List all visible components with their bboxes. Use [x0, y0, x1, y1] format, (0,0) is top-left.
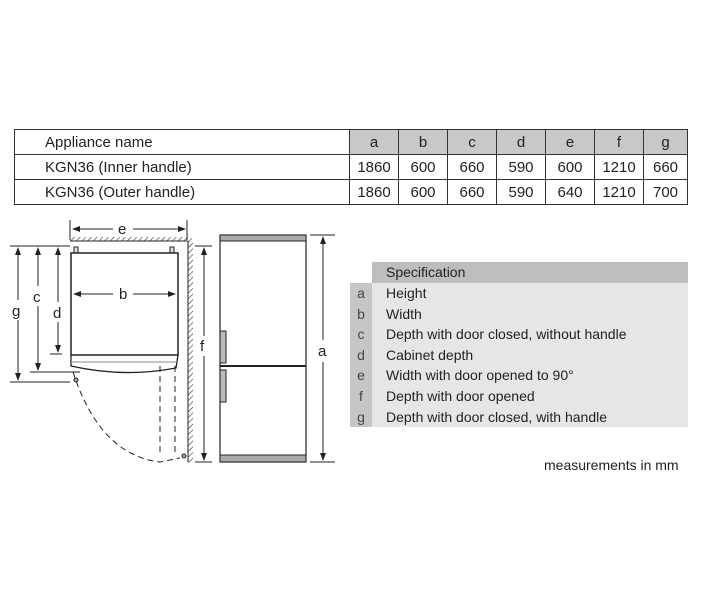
- value-f: 1210: [594, 154, 644, 180]
- value-e: 640: [545, 179, 595, 205]
- spec-label: Height: [372, 283, 688, 304]
- dimensions-table: Appliance name a b c d e f g KGN36 (Inne…: [14, 129, 688, 205]
- spec-label: Cabinet depth: [372, 344, 688, 366]
- value-c: 660: [447, 179, 497, 205]
- spec-label: Depth with door closed, with handle: [372, 406, 688, 428]
- label-e: e: [118, 221, 126, 238]
- label-g: g: [12, 303, 20, 320]
- label-c: c: [33, 289, 41, 306]
- dimension-lines: [10, 220, 335, 463]
- label-d: d: [53, 305, 61, 322]
- header-g: g: [643, 129, 688, 155]
- specification-title: Specification: [372, 262, 688, 283]
- header-e: e: [545, 129, 595, 155]
- label-a: a: [318, 343, 327, 360]
- label-f: f: [200, 338, 205, 355]
- spec-letter: b: [350, 303, 372, 325]
- table-row: KGN36 (Inner handle) 1860 600 660 590 60…: [14, 154, 688, 180]
- value-b: 600: [398, 179, 448, 205]
- spec-letter: a: [350, 283, 372, 304]
- spec-label: Depth with door opened: [372, 385, 688, 407]
- table-header-row: Appliance name a b c d e f g: [14, 129, 688, 155]
- table-row: KGN36 (Outer handle) 1860 600 660 590 64…: [14, 179, 688, 205]
- lower-handle: [219, 369, 227, 403]
- spec-letter: c: [350, 324, 372, 345]
- header-a: a: [349, 129, 399, 155]
- wall-hatching: [70, 237, 193, 463]
- header-appliance-name: Appliance name: [14, 129, 350, 155]
- header-d: d: [496, 129, 546, 155]
- spec-label: Width with door opened to 90°: [372, 365, 688, 386]
- value-c: 660: [447, 154, 497, 180]
- units-note: measurements in mm: [544, 457, 679, 473]
- header-f: f: [594, 129, 644, 155]
- value-a: 1860: [349, 154, 399, 180]
- value-g: 660: [643, 154, 688, 180]
- value-g: 700: [643, 179, 688, 205]
- spec-letter: g: [350, 406, 372, 428]
- spec-letter: f: [350, 385, 372, 407]
- front-view-fridge: [219, 234, 307, 463]
- top-view-fridge: [70, 246, 187, 463]
- value-a: 1860: [349, 179, 399, 205]
- spec-letter: e: [350, 365, 372, 386]
- value-d: 590: [496, 179, 546, 205]
- value-f: 1210: [594, 179, 644, 205]
- header-c: c: [447, 129, 497, 155]
- spec-letter: d: [350, 344, 372, 366]
- appliance-name: KGN36 (Outer handle): [14, 179, 350, 205]
- upper-handle: [219, 330, 227, 364]
- label-b: b: [119, 286, 127, 303]
- spec-label: Depth with door closed, without handle: [372, 324, 688, 345]
- spec-label: Width: [372, 303, 688, 325]
